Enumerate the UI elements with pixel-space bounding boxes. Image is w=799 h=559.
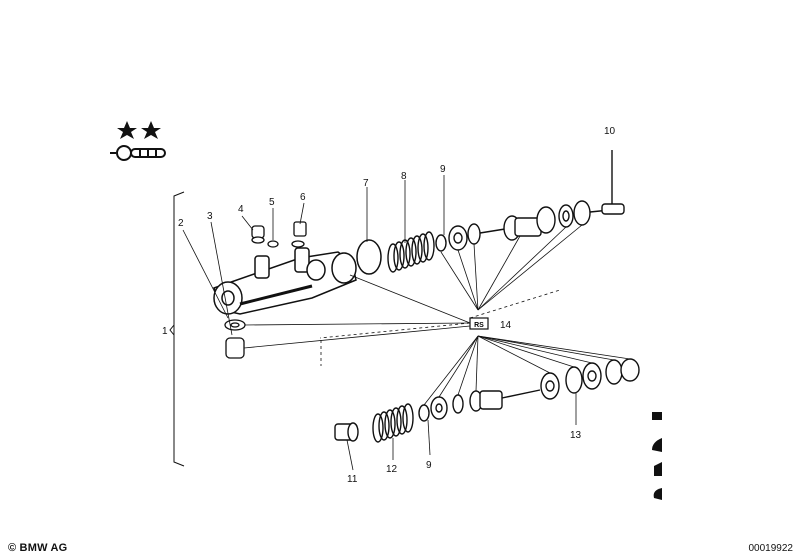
master-cylinder-body: [213, 247, 357, 315]
cap-11: [334, 422, 359, 442]
callout-1: 1: [162, 326, 168, 337]
callout-6: 6: [300, 192, 306, 203]
callout-leaders: [182, 175, 577, 471]
seal-and-screw: [224, 319, 246, 359]
callout-numbers: 1 2 3 4 5 6 7 8 9 10 14 11 12 9 13: [162, 126, 616, 485]
callout-13: 13: [570, 430, 582, 441]
callout-9-upper: 9: [440, 164, 446, 175]
callout-3: 3: [207, 211, 213, 222]
kit-leader-lines: [243, 224, 631, 406]
o-ring: [356, 239, 382, 275]
lower-piston-group: [418, 358, 640, 422]
copyright-label: © BMW AG: [8, 542, 68, 554]
callout-4: 4: [238, 204, 244, 215]
callout-10: 10: [604, 126, 616, 137]
callout-7: 7: [363, 178, 369, 189]
repair-kit-box: RS: [469, 317, 489, 330]
spring-lower: [372, 403, 414, 443]
assembly-bracket: [169, 191, 185, 467]
callout-8: 8: [401, 171, 407, 182]
two-star-icon: [117, 121, 161, 139]
callout-14: 14: [500, 320, 512, 331]
callout-2: 2: [178, 218, 184, 229]
callout-9-lower: 9: [426, 460, 432, 471]
fittings-upper: [251, 221, 307, 248]
image-number: 00019922: [748, 543, 794, 554]
key-symbol-icon: [110, 145, 166, 161]
kit-box-label: RS: [474, 322, 484, 329]
callout-11: 11: [347, 474, 358, 485]
page-edge-markers: [652, 412, 662, 500]
upper-piston-group: [435, 150, 625, 252]
callout-5: 5: [269, 197, 275, 208]
callout-12: 12: [386, 464, 398, 475]
spring-upper: [387, 231, 435, 273]
